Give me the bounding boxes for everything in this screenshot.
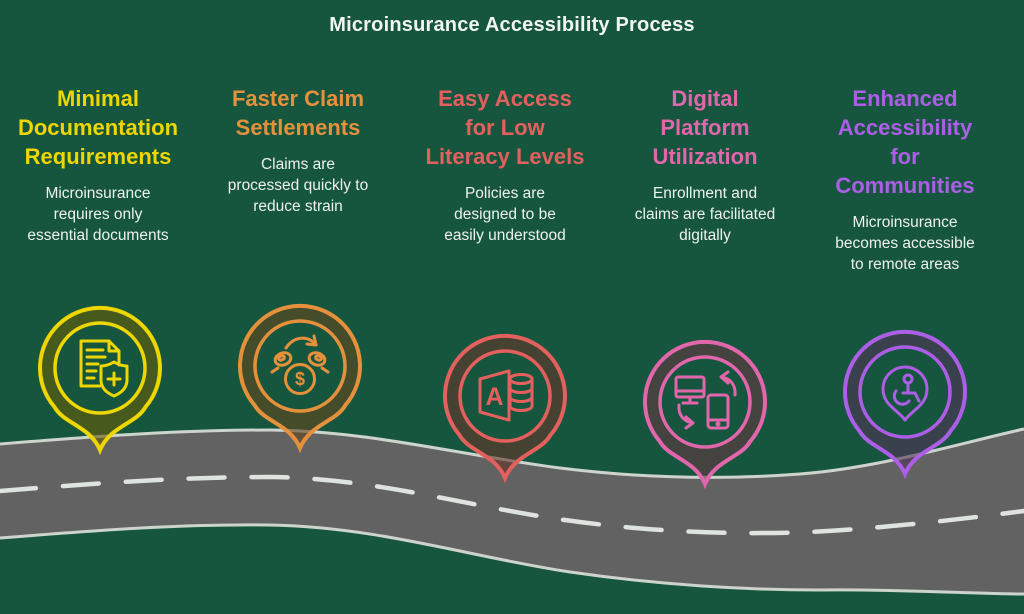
road-edge-bottom: [0, 523, 1024, 596]
step-description: Microinsurance requires only essential d…: [27, 185, 169, 244]
document-shield-plus-icon: [79, 339, 129, 398]
step-column-1: Minimal Documentation Requirements Micro…: [0, 84, 198, 247]
map-pin-step-5: [843, 329, 967, 480]
coins-transfer-icon: $: [270, 334, 330, 395]
step-description: Enrollment and claims are facilitated di…: [634, 185, 776, 244]
map-pin-step-1: [38, 305, 162, 456]
letter-a-glyph: A: [485, 383, 503, 411]
step-heading: Digital Platform Utilization: [652, 86, 758, 170]
step-column-4: Digital Platform Utilization Enrollment …: [605, 84, 805, 247]
step-column-2: Faster Claim Settlements Claims are proc…: [198, 84, 398, 218]
devices-sync-icon: [674, 370, 737, 430]
step-column-3: Easy Access for Low Literacy Levels Poli…: [405, 84, 605, 247]
step-heading: Faster Claim Settlements: [231, 86, 365, 141]
map-pin-step-4: [643, 339, 767, 490]
road-edge-top: [0, 427, 1024, 479]
step-description: Claims are processed quickly to reduce s…: [227, 156, 369, 215]
step-description: Policies are designed to be easily under…: [444, 185, 566, 244]
map-pin-step-2: $: [238, 303, 362, 454]
map-pin-step-3: A: [443, 333, 567, 484]
pin-shape: [643, 339, 767, 490]
page-title: Microinsurance Accessibility Process: [329, 14, 695, 36]
dollar-glyph: $: [295, 369, 305, 389]
step-description: Microinsurance becomes accessible to rem…: [835, 214, 975, 273]
step-heading: Minimal Documentation Requirements: [17, 86, 179, 170]
pin-shape: [238, 303, 362, 454]
step-heading: Easy Access for Low Literacy Levels: [425, 86, 585, 170]
step-column-5: Enhanced Accessibility for Communities M…: [805, 84, 1005, 276]
wheelchair-location-icon: [881, 365, 929, 422]
access-document-database-icon: A: [478, 369, 534, 422]
step-heading: Enhanced Accessibility for Communities: [835, 86, 975, 199]
